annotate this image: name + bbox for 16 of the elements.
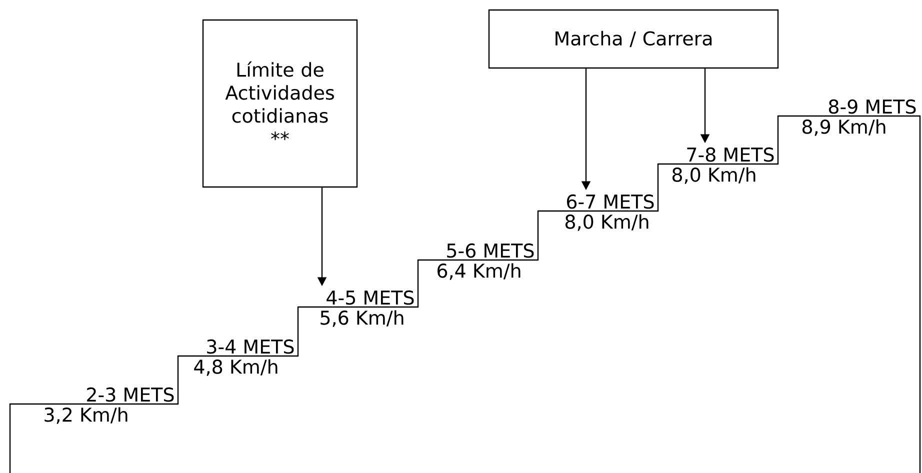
step-label: 5-6 METS [447,243,534,258]
step-label: 6-7 METS [567,194,654,209]
step-label: 2-3 METS [87,387,174,402]
step-label: 3-4 METS [207,339,294,354]
speed-label: 8,9 Km/h [802,119,886,136]
speed-label: 4,8 Km/h [194,359,278,376]
speed-label: 8,0 Km/h [566,214,648,231]
speed-label: 5,6 Km/h [320,310,404,327]
speed-label: 3,2 Km/h [44,407,128,424]
text-box: Marcha / Carrera [488,9,779,69]
speed-label: 8,0 Km/h [672,167,756,184]
speed-label: 6,4 Km/h [438,263,520,280]
step-label: 4-5 METS [326,290,414,305]
text-box: Límite de Actividades cotidianas ** [202,19,358,188]
step-label: 7-8 METS [687,147,774,162]
step-label: 8-9 METS [828,99,916,114]
